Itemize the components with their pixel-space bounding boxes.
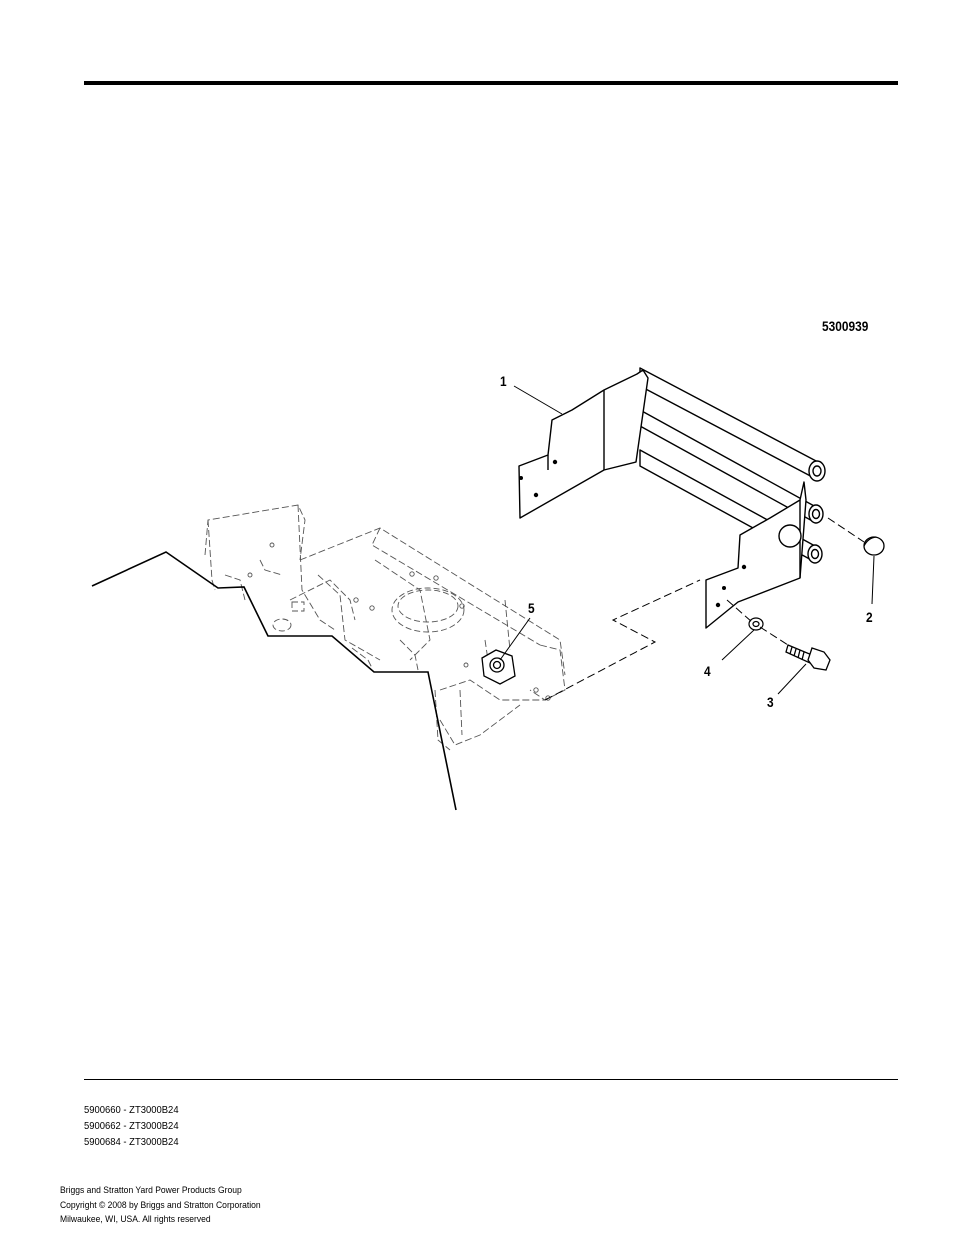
callout-4: 4 — [704, 663, 711, 679]
copyright-text: Copyright © 2008 by Briggs and Stratton … — [60, 1199, 261, 1211]
diagram-number: 5300939 — [822, 318, 869, 334]
model-line: 5900662 - ZT3000B24 — [84, 1120, 179, 1132]
callout-2: 2 — [866, 609, 873, 625]
callout-3: 3 — [767, 694, 774, 710]
callout-1: 1 — [500, 373, 507, 389]
mower-frame — [204, 504, 566, 751]
model-line: 5900684 - ZT3000B24 — [84, 1136, 179, 1148]
part-5-nut — [481, 649, 516, 685]
break-line — [91, 551, 457, 811]
footer-rule — [84, 1079, 898, 1080]
callout-5: 5 — [528, 600, 535, 616]
copyright-footer: Briggs and Stratton Yard Power Products … — [60, 1184, 261, 1228]
frame-cutout — [272, 587, 465, 633]
header-rule — [84, 81, 898, 85]
leader-lines — [499, 385, 875, 695]
part-3-bolt — [785, 644, 831, 671]
part-2-cap — [863, 536, 885, 556]
model-line: 5900660 - ZT3000B24 — [84, 1104, 179, 1116]
frame-holes — [247, 542, 551, 701]
part-4-washer — [748, 617, 764, 631]
bumper-holes — [519, 459, 747, 608]
company-name: Briggs and Stratton Yard Power Products … — [60, 1185, 242, 1196]
part-1-bumper — [518, 367, 826, 629]
model-list: 5900660 - ZT3000B24 5900662 - ZT3000B24 … — [84, 1102, 179, 1150]
assembly-paths — [544, 517, 865, 701]
rights-text: Milwaukee, WI, USA. All rights reserved — [60, 1214, 211, 1225]
